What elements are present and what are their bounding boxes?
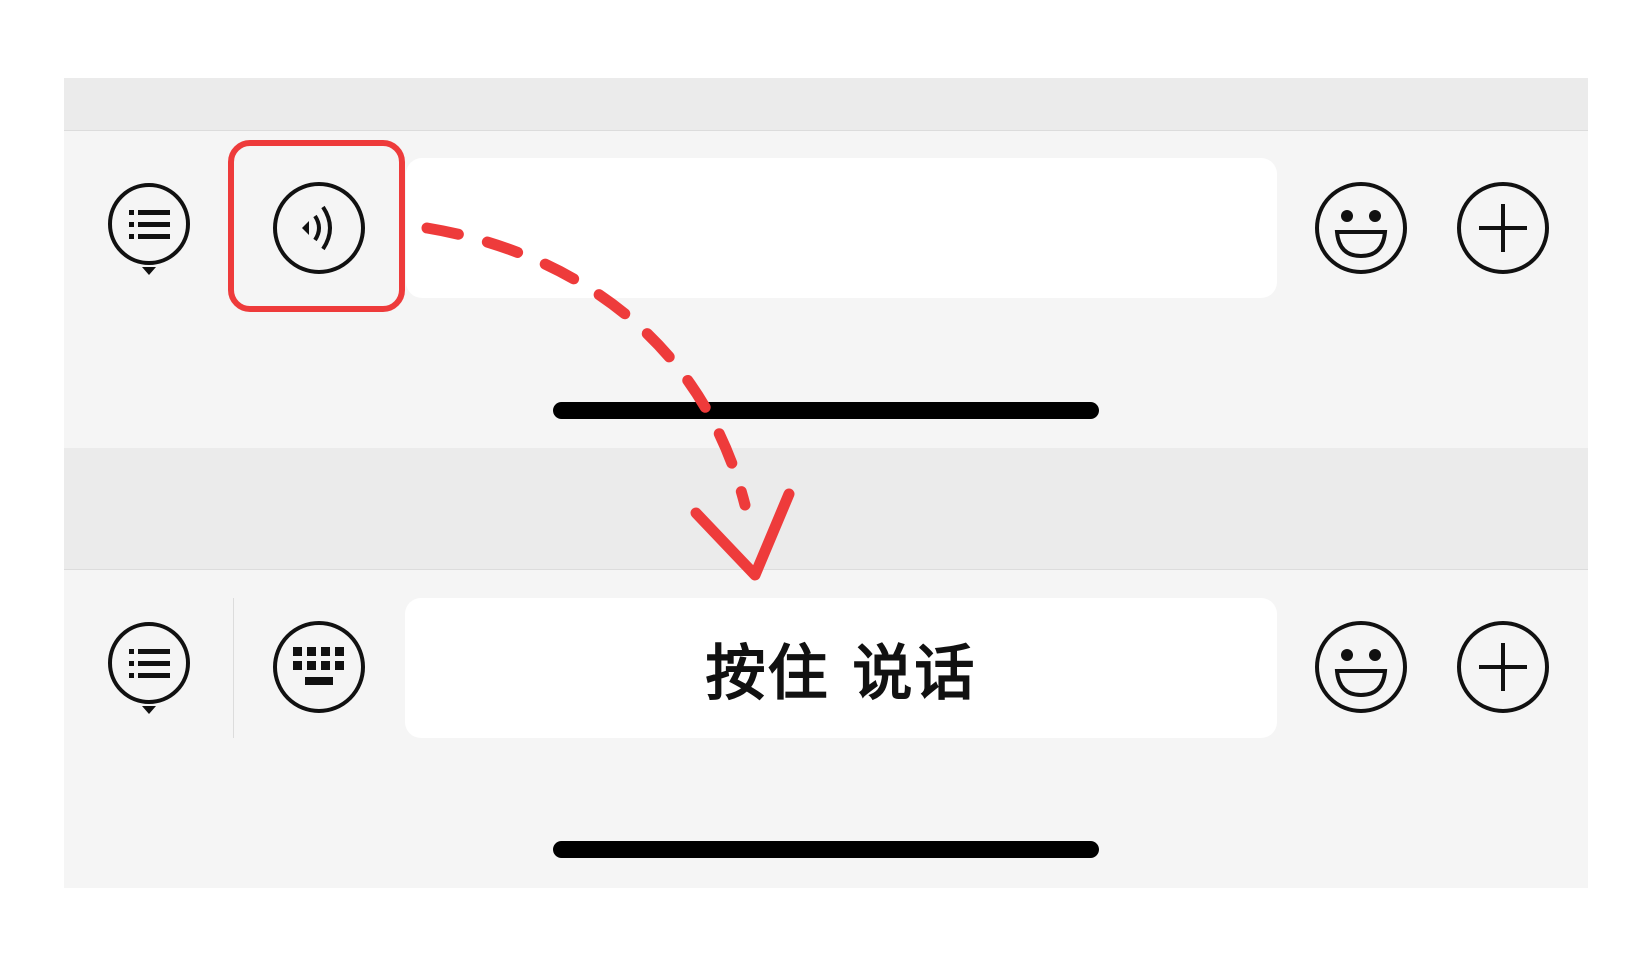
text-input[interactable] — [406, 158, 1277, 298]
emoji-icon[interactable] — [1313, 619, 1409, 715]
menu-list-icon[interactable] — [105, 180, 195, 280]
home-indicator — [553, 402, 1099, 419]
hold-to-talk-button[interactable]: 按住 说话 — [405, 598, 1277, 738]
menu-list-icon[interactable] — [105, 619, 195, 719]
divider — [233, 598, 234, 738]
plus-icon[interactable] — [1455, 619, 1551, 715]
middle-gray-strip — [64, 448, 1588, 569]
highlight-box — [228, 140, 405, 312]
home-indicator — [553, 841, 1099, 858]
top-gray-strip — [64, 78, 1588, 130]
keyboard-icon[interactable] — [271, 619, 367, 715]
plus-icon[interactable] — [1455, 180, 1551, 276]
emoji-icon[interactable] — [1313, 180, 1409, 276]
voice-icon[interactable] — [271, 180, 367, 276]
